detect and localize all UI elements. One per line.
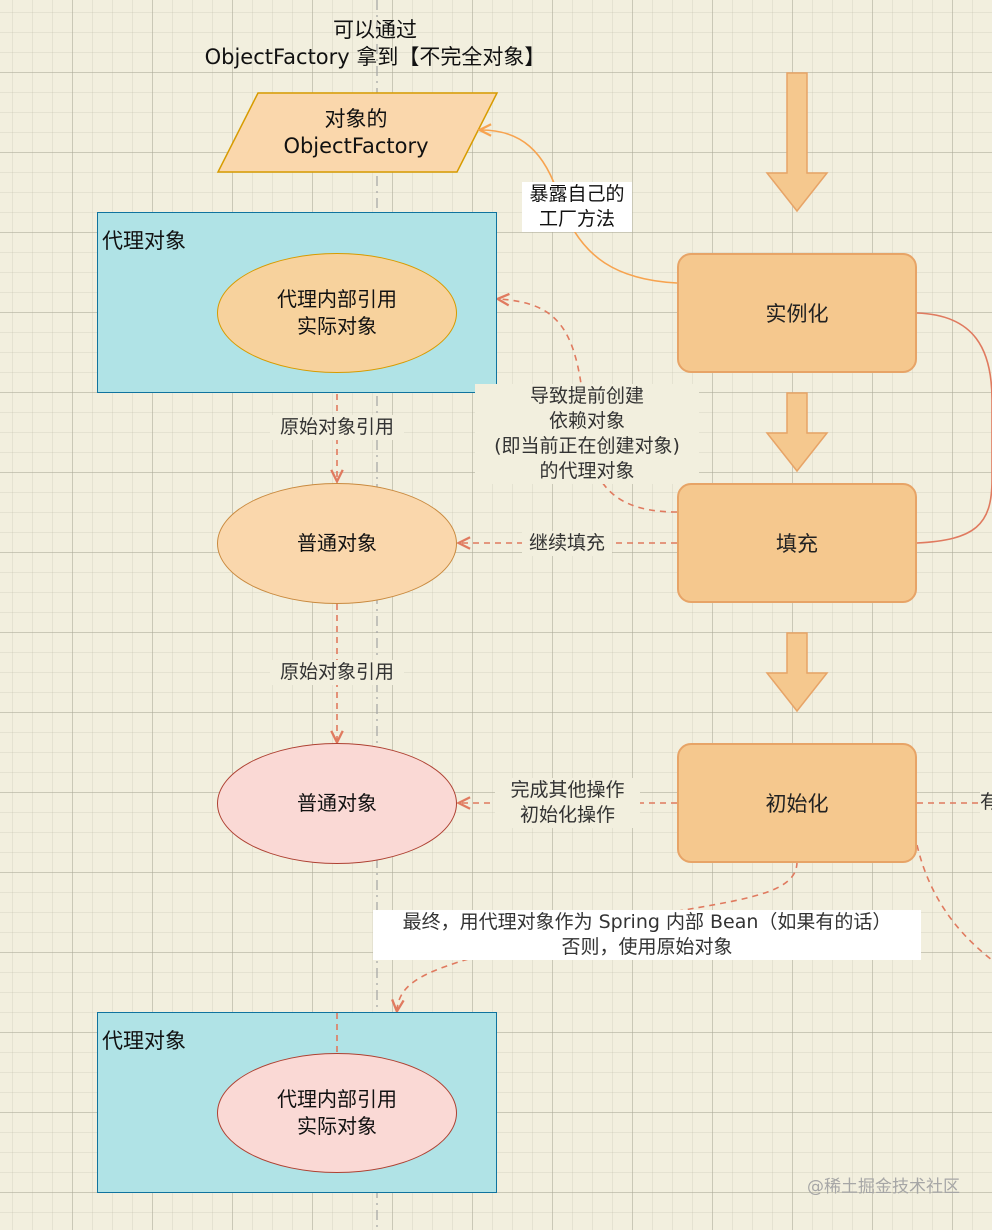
expose-factory-label: 暴露自己的 工厂方法: [522, 182, 632, 232]
edge-early-proxy: [499, 299, 678, 513]
proxy-container-title: 代理对象: [102, 229, 186, 253]
watermark: @稀土掘金技术社区: [807, 1177, 960, 1197]
edge-init-downright: [916, 844, 992, 961]
normal-object-2: 普通对象: [217, 743, 457, 864]
step-populate: 填充: [677, 483, 917, 603]
edge-loop-right: [916, 312, 992, 544]
finish-label: 完成其他操作 初始化操作: [495, 778, 640, 828]
edge-raw-ref-3: [336, 1013, 338, 1053]
edge-text-cut: 有: [980, 790, 992, 815]
top-note: 可以通过 ObjectFactory 拿到【不完全对象】: [204, 18, 546, 69]
raw-ref-label-1: 原始对象引用: [270, 415, 404, 440]
final-label: 最终，用代理对象作为 Spring 内部 Bean（如果有的话） 否则，使用原始…: [373, 910, 921, 960]
factory-parallelogram: [216, 92, 499, 173]
proxy-container-title: 代理对象: [102, 1029, 186, 1053]
step-instantiate: 实例化: [677, 253, 917, 373]
early-proxy-label: 导致提前创建 依赖对象 (即当前正在创建对象) 的代理对象: [475, 384, 699, 484]
proxy-inner-ellipse-top: 代理内部引用 实际对象: [217, 253, 457, 373]
step-arrow-1: [765, 72, 829, 213]
raw-ref-label-2: 原始对象引用: [270, 660, 404, 685]
step-initialize: 初始化: [677, 743, 917, 863]
continue-fill-label: 继续填充: [522, 531, 612, 556]
step-arrow-2: [765, 392, 829, 473]
normal-object-1: 普通对象: [217, 483, 457, 604]
proxy-inner-ellipse-bottom: 代理内部引用 实际对象: [217, 1053, 457, 1173]
step-arrow-3: [765, 632, 829, 713]
factory-node-label: 对象的 ObjectFactory: [283, 107, 429, 158]
